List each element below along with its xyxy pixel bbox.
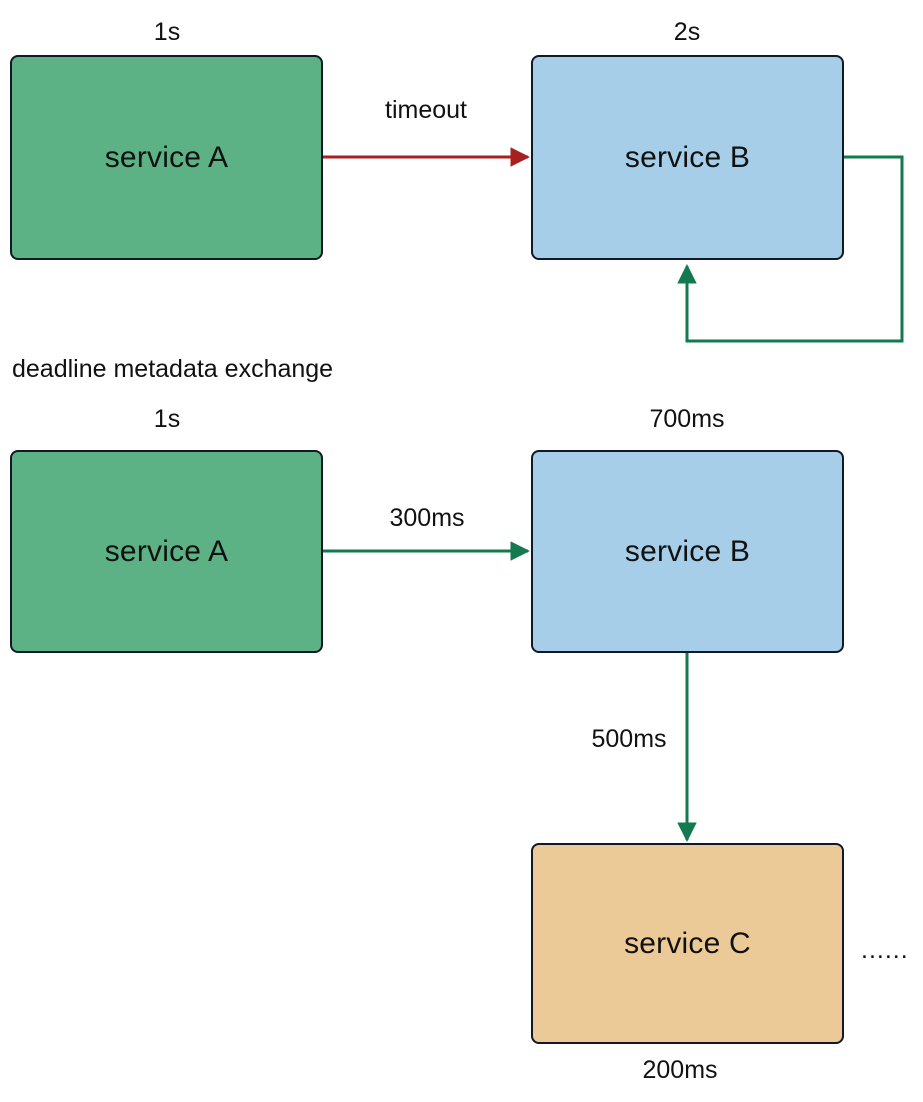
node-top-service-a[interactable]: service A xyxy=(10,55,323,260)
node-bottom-service-c-label: service C xyxy=(624,926,751,960)
section-title-deadline-metadata-exchange: deadline metadata exchange xyxy=(12,355,334,383)
top-service-b-top-label: 2s xyxy=(673,18,701,46)
top-service-a-top-label: 1s xyxy=(153,18,181,46)
ellipsis-more-services: ...... xyxy=(861,936,909,964)
node-bottom-service-a[interactable]: service A xyxy=(10,450,323,653)
node-top-service-b-label: service B xyxy=(624,140,751,174)
node-top-service-b[interactable]: service B xyxy=(531,55,844,260)
edge-label-timeout: timeout xyxy=(385,96,467,124)
node-bottom-service-b[interactable]: service B xyxy=(531,450,844,653)
bottom-service-c-bottom-label: 200ms xyxy=(642,1056,718,1084)
edge-label-300ms: 300ms xyxy=(389,504,465,532)
node-bottom-service-a-label: service A xyxy=(104,534,229,568)
edge-label-500ms: 500ms xyxy=(591,725,667,753)
bottom-service-b-top-label: 700ms xyxy=(649,405,725,433)
node-top-service-a-label: service A xyxy=(104,140,229,174)
bottom-service-a-top-label: 1s xyxy=(153,405,181,433)
node-bottom-service-c[interactable]: service C xyxy=(531,843,844,1044)
node-bottom-service-b-label: service B xyxy=(624,534,751,568)
